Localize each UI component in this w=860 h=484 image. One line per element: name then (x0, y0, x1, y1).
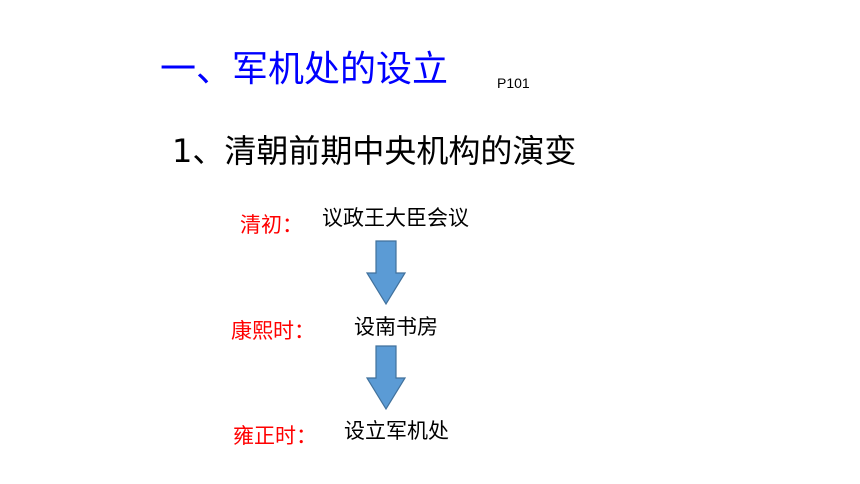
stage-label-yongzheng: 雍正时： (233, 424, 317, 448)
stage-value-early-qing: 议政王大臣会议 (322, 206, 469, 230)
section-subtitle: 1、清朝前期中央机构的演变 (172, 132, 577, 170)
slide-title: 一、军机处的设立 (160, 49, 449, 90)
stage-label-kangxi: 康熙时： (231, 319, 315, 343)
down-arrow-icon (366, 345, 406, 411)
stage-label-early-qing: 清初： (240, 213, 303, 237)
stage-value-yongzheng: 设立军机处 (344, 419, 449, 443)
down-arrow-icon (366, 240, 406, 306)
stage-value-kangxi: 设南书房 (354, 315, 438, 339)
page-reference: P101 (497, 75, 530, 91)
